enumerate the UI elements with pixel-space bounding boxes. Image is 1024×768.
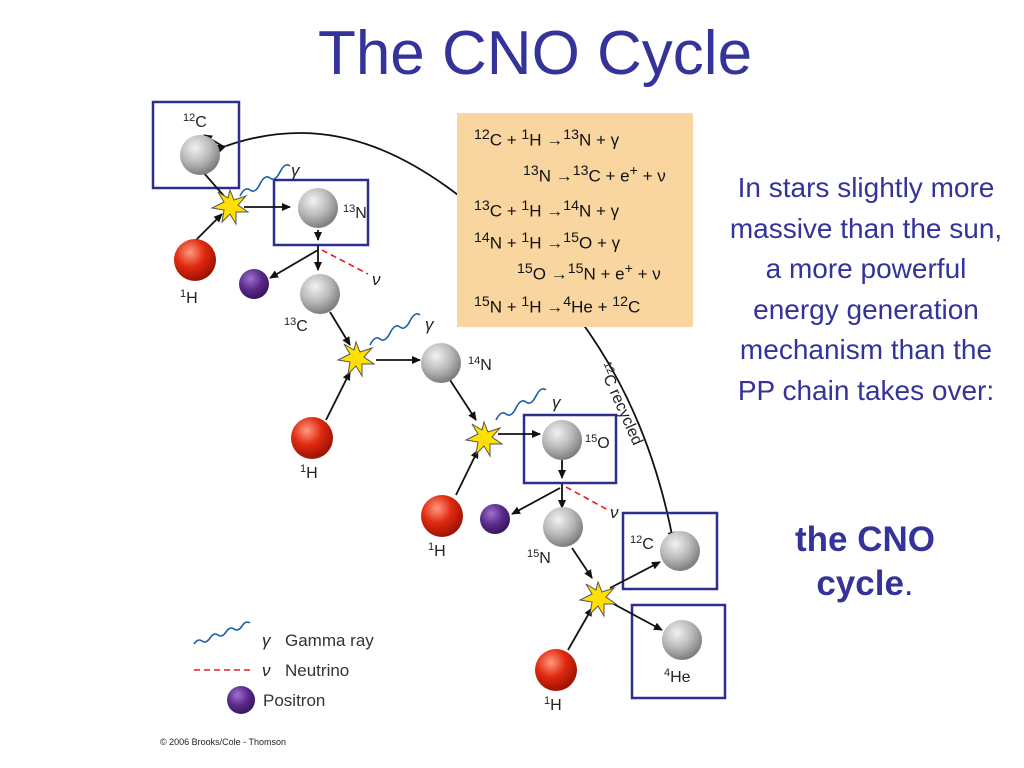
n14-nucleus — [421, 343, 461, 383]
gamma-wave-2 — [369, 313, 421, 346]
legend-nu-symbol: ν — [262, 661, 271, 680]
legend-positron-dot — [227, 686, 255, 714]
legend: γ Gamma ray ν Neutrino Positron — [193, 621, 374, 714]
cno-highlight-bold: the CNO cycle — [795, 520, 935, 603]
copyright-notice: © 2006 Brooks/Cole - Thomson — [160, 737, 287, 747]
label-c13: 13C — [284, 316, 308, 335]
cno-highlight-punct: . — [903, 564, 914, 603]
o15-nucleus — [542, 420, 582, 460]
c13-nucleus — [300, 274, 340, 314]
label-c12-top: 12C — [183, 112, 207, 131]
equation-1: 12C + 1H →13N + γ — [474, 127, 620, 150]
nu-symbol-2: ν — [610, 503, 619, 522]
n15-nucleus — [543, 507, 583, 547]
positron-1 — [239, 269, 269, 299]
o15-box — [522, 413, 618, 485]
gamma-wave-1 — [239, 164, 291, 197]
equation-box — [457, 113, 693, 327]
c12-top-nucleus — [180, 135, 220, 175]
gamma-symbol-1: γ — [291, 161, 301, 180]
neutrino-line-1 — [321, 249, 369, 275]
gamma-symbol-2: γ — [425, 315, 435, 334]
legend-gamma-label: Gamma ray — [285, 631, 374, 650]
collision-star-1 — [210, 188, 250, 226]
c12-top-box — [151, 100, 241, 190]
legend-positron-label: Positron — [263, 691, 325, 710]
gamma-wave-3 — [495, 388, 547, 421]
label-h1-b: 1H — [300, 463, 318, 482]
legend-neutrino-label: Neutrino — [285, 661, 349, 680]
description-text: In stars slightly more massive than the … — [729, 172, 1003, 406]
proton-2 — [291, 417, 333, 459]
label-n15: 15N — [527, 548, 551, 567]
label-c12-bottom: 12C — [630, 534, 654, 553]
he4-box — [630, 603, 727, 700]
equation-4: 14N + 1H →15O + γ — [474, 230, 621, 253]
gamma-symbol-3: γ — [552, 393, 562, 412]
label-h1-c: 1H — [428, 541, 446, 560]
label-o15: 15O — [585, 433, 610, 452]
nu-symbol-1: ν — [372, 270, 381, 289]
label-n13: 13N — [343, 203, 367, 222]
page-title: The CNO Cycle — [317, 19, 753, 88]
he4-nucleus — [662, 620, 702, 660]
collision-star-4 — [578, 580, 618, 618]
n13-nucleus — [298, 188, 338, 228]
c12-bottom-nucleus — [660, 531, 700, 571]
label-h1-d: 1H — [544, 695, 562, 714]
label-he4: 4He — [664, 667, 691, 686]
proton-4 — [535, 649, 577, 691]
proton-1 — [174, 239, 216, 281]
collision-star-2 — [336, 340, 376, 378]
proton-3 — [421, 495, 463, 537]
equation-5: 15O →15N + e+ + ν — [517, 261, 661, 284]
neutrino-line-2 — [565, 486, 609, 511]
equation-2: 13N →13C + e+ + ν — [523, 163, 666, 186]
equation-3: 13C + 1H →14N + γ — [474, 198, 620, 221]
label-h1-a: 1H — [180, 288, 198, 307]
label-n14: 14N — [468, 355, 492, 374]
legend-gamma-wave — [193, 621, 251, 645]
legend-gamma-symbol: γ — [262, 631, 272, 650]
c12-bottom-box — [621, 511, 719, 591]
positron-2 — [480, 504, 510, 534]
cno-highlight: the CNO cycle. — [760, 518, 970, 606]
collision-star-3 — [464, 420, 504, 458]
equation-6: 15N + 1H →4He + 12C — [474, 294, 641, 317]
n13-box — [272, 178, 370, 247]
